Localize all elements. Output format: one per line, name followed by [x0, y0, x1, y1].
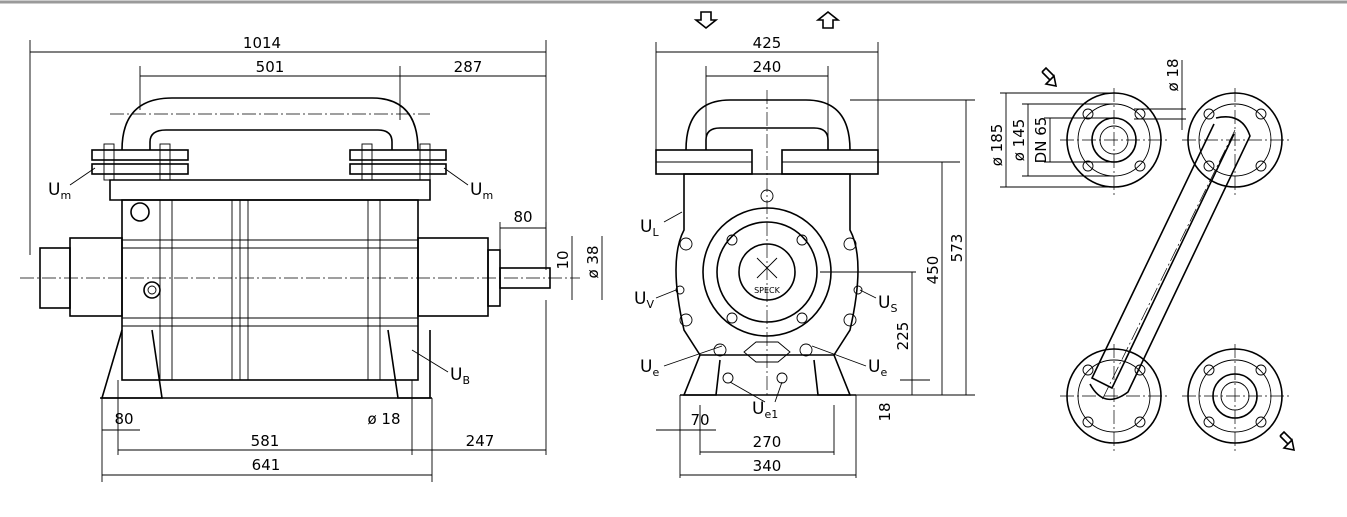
label-um-left: Um	[48, 180, 71, 202]
dim-height-total: 573	[948, 234, 966, 263]
dim-flange-spacing: 240	[753, 58, 782, 76]
label-ue1: Ue1	[752, 399, 778, 421]
dim-right-bottom: 247	[466, 432, 495, 450]
label-ub: UB	[450, 365, 470, 387]
dim-foot-left: 80	[114, 410, 133, 428]
dim-foot-hole: ø 18	[367, 410, 400, 428]
dim-foot-width: 70	[690, 411, 709, 429]
dim-nominal-diameter: DN 65	[1032, 117, 1050, 164]
dim-shaft-offset: 10	[554, 250, 572, 269]
dim-bolt-hole: ø 18	[1164, 58, 1182, 91]
side-view: 1014 501 287	[20, 34, 603, 482]
dim-flange-outer-dia: ø 185	[988, 124, 1006, 167]
dim-bolt-circle: ø 145	[1010, 119, 1028, 162]
label-ue-left: Ue	[640, 357, 659, 379]
front-view: 425 240 SPECK	[634, 10, 975, 478]
logo-speck: SPECK	[754, 286, 781, 295]
label-us: US	[878, 293, 897, 315]
label-ul: UL	[640, 217, 659, 239]
flange-view: ø 185 ø 145 DN 65 ø 18	[988, 58, 1296, 452]
dim-shaft-height: 225	[894, 322, 912, 351]
label-ue-right: Ue	[868, 357, 887, 379]
dim-shaft-extension: 80	[513, 208, 532, 226]
dim-base-width: 340	[753, 457, 782, 475]
dim-width-top: 425	[753, 34, 782, 52]
dim-foot-height: 18	[876, 402, 894, 421]
dim-foot-spacing: 581	[251, 432, 280, 450]
dim-height-flange: 450	[924, 256, 942, 285]
dim-overall-length: 1014	[243, 34, 281, 52]
dim-top-span: 501	[256, 58, 285, 76]
dim-base-length: 641	[252, 456, 281, 474]
label-uv: UV	[634, 289, 654, 311]
dim-right-top: 287	[454, 58, 483, 76]
dim-hole-spacing: 270	[753, 433, 782, 451]
dim-shaft-dia: ø 38	[584, 245, 602, 278]
label-um-right: Um	[470, 180, 493, 202]
